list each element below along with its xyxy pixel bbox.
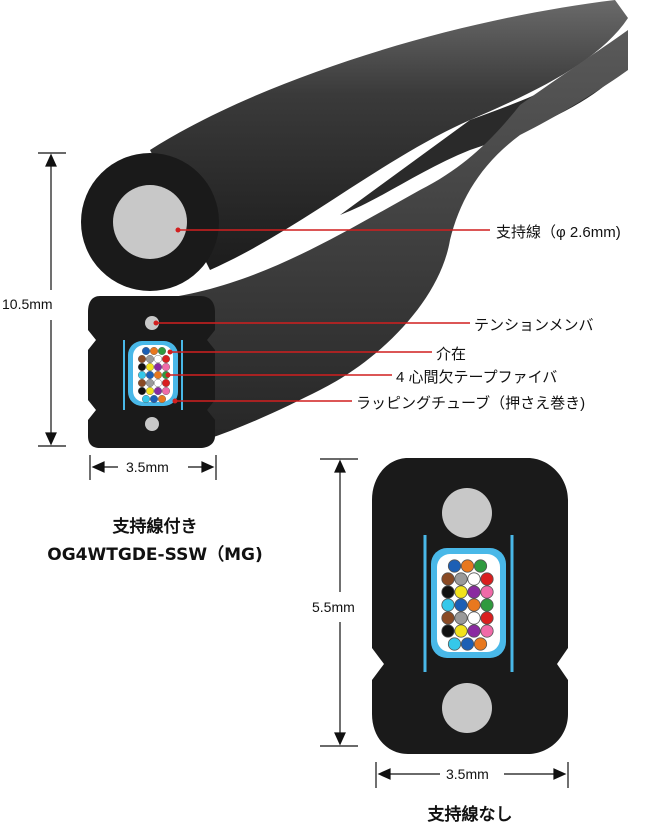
fiber-dot <box>454 598 468 612</box>
fiber-dot <box>145 379 154 388</box>
leader-lines <box>156 229 490 402</box>
caption-without-wire-title: 支持線なし <box>427 805 513 825</box>
label-fiber-ribbon: 4 心間欠テープファイバ <box>396 369 558 386</box>
fiber-dot <box>153 387 162 396</box>
fiber-dot <box>161 355 170 364</box>
fiber-dot <box>153 355 162 364</box>
fiber-dot <box>137 363 146 372</box>
fiber-dot <box>473 637 488 651</box>
fiber-dot <box>467 598 481 612</box>
fiber-dot <box>454 624 468 638</box>
fiber-dot <box>480 611 494 625</box>
fiber-dot <box>153 363 162 372</box>
tension-member-bottom-large <box>442 683 492 733</box>
fiber-dot <box>157 347 166 356</box>
dimension-width-with-wire <box>89 455 217 480</box>
dim-label-width-with-wire: 3.5mm <box>126 459 169 475</box>
caption-with-wire-model: OG4WTGDE-SSW（MG) <box>47 545 263 565</box>
label-tension-member: テンションメンバ <box>474 317 594 334</box>
fiber-dot <box>467 611 481 625</box>
fiber-dot <box>149 347 158 356</box>
fiber-dot <box>149 395 158 404</box>
tension-member-bottom <box>145 417 159 431</box>
fiber-dot <box>480 572 494 586</box>
fiber-dot <box>161 363 170 372</box>
dim-label-width-without-wire: 3.5mm <box>446 766 489 782</box>
fiber-dot <box>141 395 150 404</box>
fiber-dot <box>480 585 494 599</box>
support-wire-strand <box>150 0 628 270</box>
fiber-dot <box>145 363 154 372</box>
fiber-dot <box>161 387 170 396</box>
fiber-dot <box>441 585 455 599</box>
dimension-height-with-wire <box>38 152 66 447</box>
fiber-dot <box>145 355 154 364</box>
dimension-height-without-wire <box>320 458 358 747</box>
caption-with-wire-title: 支持線付き <box>112 517 198 537</box>
fiber-dot <box>441 624 455 638</box>
fiber-dot <box>141 347 150 356</box>
dimension-width-without-wire <box>375 762 569 788</box>
fiber-dot <box>480 598 494 612</box>
fiber-dot <box>454 585 468 599</box>
tension-member-top <box>145 316 159 330</box>
fiber-bundle-small <box>137 347 170 404</box>
tension-member-top-large <box>442 488 492 538</box>
fiber-dot <box>157 395 166 404</box>
support-wire-core <box>113 185 187 259</box>
fiber-dot <box>460 637 475 651</box>
fiber-dot <box>441 598 455 612</box>
optical-strand <box>150 30 628 440</box>
dim-label-height-without-wire: 5.5mm <box>312 599 355 615</box>
fiber-dot <box>153 379 162 388</box>
fiber-dot <box>153 371 162 380</box>
fiber-dot <box>137 355 146 364</box>
fiber-dot <box>441 611 455 625</box>
label-spacer: 介在 <box>436 346 467 363</box>
dim-label-height-with-wire: 10.5mm <box>2 296 53 312</box>
fiber-dot <box>454 572 468 586</box>
fiber-dot <box>480 624 494 638</box>
fiber-dot <box>447 559 462 573</box>
fiber-dot <box>467 624 481 638</box>
cross-section-with-wire <box>81 153 219 448</box>
fiber-dot <box>447 637 462 651</box>
fiber-dot <box>137 371 146 380</box>
cable-body-perspective <box>150 0 628 440</box>
cross-section-without-wire <box>372 458 568 754</box>
fiber-dot <box>145 387 154 396</box>
label-support-wire: 支持線（φ 2.6mm) <box>496 224 621 241</box>
label-wrapping-tube: ラッピングチューブ（押さえ巻き) <box>356 395 586 412</box>
fiber-dot <box>145 371 154 380</box>
support-wire-strand-lower <box>340 32 628 215</box>
fiber-dot <box>454 611 468 625</box>
fiber-dot <box>467 585 481 599</box>
fiber-dot <box>460 559 475 573</box>
fiber-bundle-large <box>441 559 494 651</box>
fiber-dot <box>473 559 488 573</box>
fiber-dot <box>137 387 146 396</box>
fiber-dot <box>137 379 146 388</box>
fiber-dot <box>161 379 170 388</box>
fiber-dot <box>467 572 481 586</box>
fiber-dot <box>441 572 455 586</box>
